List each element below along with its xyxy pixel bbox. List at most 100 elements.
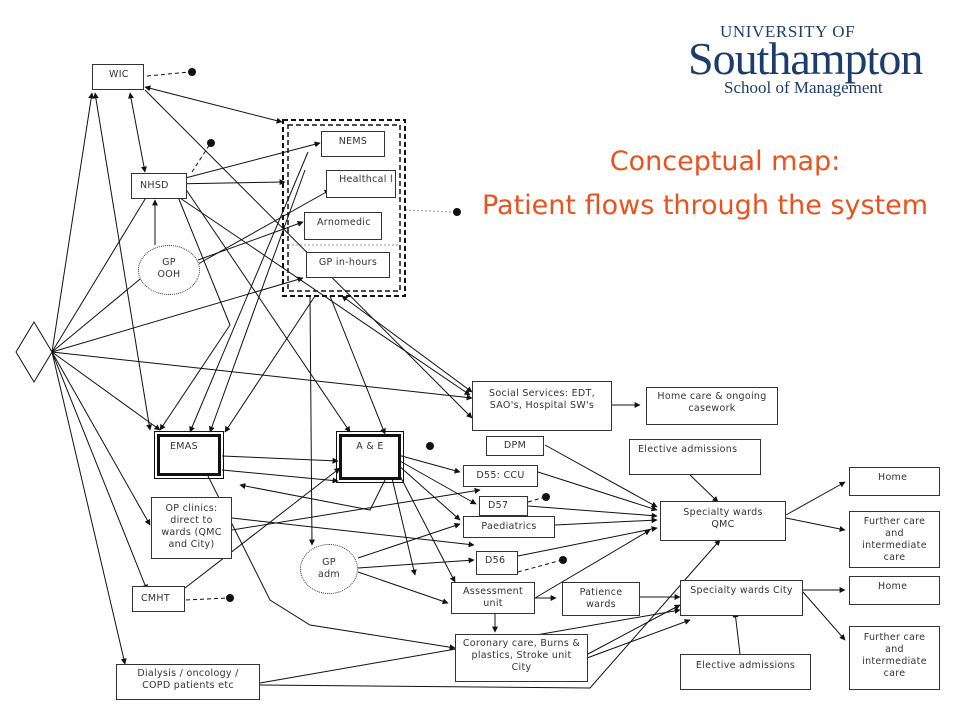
arrow-line bbox=[357, 557, 475, 569]
node-d57: D57 bbox=[479, 496, 528, 516]
arrow-line bbox=[221, 469, 339, 484]
arrow-line bbox=[92, 92, 153, 431]
node-further-care-bottom: Further care and intermediate care bbox=[849, 626, 940, 690]
arrow-line bbox=[802, 591, 846, 641]
arrow-line bbox=[221, 455, 339, 464]
arrow-line bbox=[197, 189, 331, 265]
dot-marker bbox=[542, 493, 550, 501]
arrow-line bbox=[397, 454, 461, 474]
arrow-line bbox=[184, 467, 341, 589]
node-d55-ccu: D55: CCU bbox=[463, 465, 538, 487]
dashed-line bbox=[146, 71, 191, 77]
node-label: Elective admissions bbox=[638, 444, 738, 455]
dot-marker bbox=[207, 139, 215, 147]
node-gp-adm: GP adm bbox=[300, 544, 358, 594]
node-label: GP OOH bbox=[157, 257, 181, 280]
node-label: Home bbox=[878, 472, 908, 483]
node-label: Specialty wards City bbox=[690, 585, 793, 596]
arrow-line bbox=[128, 92, 147, 173]
node-wic: WIC bbox=[92, 64, 144, 90]
arrow-line bbox=[341, 295, 473, 393]
university-logo: UNIVERSITY OF Southampton School of Mana… bbox=[688, 22, 928, 102]
arrow-line bbox=[357, 571, 449, 605]
node-paediatrics: Paediatrics bbox=[463, 516, 555, 538]
node-nhsd: NHSD bbox=[131, 173, 187, 199]
dot-markers bbox=[188, 68, 567, 602]
node-home-care: Home care & ongoing casework bbox=[646, 387, 778, 425]
arrow-line bbox=[397, 464, 461, 521]
node-arnomedic: Arnomedic bbox=[304, 212, 382, 240]
node-assessment-unit: Assessment unit bbox=[451, 582, 535, 614]
node-gp-ooh: GP OOH bbox=[138, 245, 200, 295]
logo-name-text: Southampton bbox=[688, 33, 923, 84]
node-label: Assessment unit bbox=[463, 586, 523, 609]
node-d56: D56 bbox=[476, 551, 518, 575]
node-a-and-e: A & E bbox=[336, 431, 404, 483]
arrow-line bbox=[527, 505, 658, 519]
arrow-line bbox=[51, 351, 148, 591]
node-home-top: Home bbox=[849, 467, 940, 496]
arrow-line bbox=[391, 477, 417, 576]
arrow-line bbox=[209, 169, 306, 433]
node-coronary-care: Coronary care, Burns & plastics, Stroke … bbox=[455, 634, 588, 682]
title-line-2: Patient flows through the system bbox=[481, 190, 929, 221]
arrow-line bbox=[231, 517, 475, 548]
arrow-line bbox=[231, 487, 481, 531]
arrow-line bbox=[308, 295, 315, 546]
node-label: NHSD bbox=[140, 180, 169, 191]
node-label: Home bbox=[878, 581, 908, 592]
arrow-line bbox=[51, 351, 473, 401]
arrow-line bbox=[554, 517, 658, 526]
node-label: OP clinics: direct to wards (QMC and Cit… bbox=[161, 503, 222, 550]
dot-marker bbox=[453, 208, 461, 216]
arrow-line bbox=[534, 529, 651, 599]
dashed-links bbox=[146, 71, 563, 601]
node-elective-admissions-top: Elective admissions bbox=[629, 439, 761, 475]
node-home-bottom: Home bbox=[849, 576, 940, 605]
node-elective-admissions-bottom: Elective admissions bbox=[680, 654, 811, 690]
arrow-line bbox=[184, 187, 351, 433]
node-label: GP in-hours bbox=[318, 257, 378, 268]
arrow-line bbox=[397, 471, 456, 583]
node-patience-wards: Patience wards bbox=[562, 582, 640, 616]
node-label: D56 bbox=[485, 555, 506, 566]
node-cmht: CMHT bbox=[132, 586, 185, 612]
node-further-care-top: Further care and intermediate care bbox=[849, 511, 940, 568]
node-nems: NEMS bbox=[321, 131, 385, 157]
provider-cluster-inner-box bbox=[287, 124, 401, 292]
arrow-line bbox=[517, 526, 658, 557]
node-label: Paediatrics bbox=[481, 521, 537, 532]
node-specialty-wards-city: Specialty wards City bbox=[680, 580, 803, 616]
entry-diamond bbox=[15, 321, 53, 383]
arrow-line bbox=[239, 469, 391, 511]
arrow-line bbox=[51, 351, 151, 526]
arrow-line bbox=[169, 141, 321, 183]
node-label: A & E bbox=[356, 441, 384, 452]
provider-cluster-box bbox=[282, 119, 406, 297]
node-label: Patience wards bbox=[579, 587, 623, 610]
dot-marker bbox=[188, 68, 196, 76]
node-emas: EMAS bbox=[154, 431, 224, 479]
arrow-line bbox=[785, 481, 846, 516]
logo-school-text: School of Management bbox=[724, 78, 883, 97]
node-label: DPM bbox=[503, 440, 527, 451]
node-label: Healthcal l bbox=[339, 174, 393, 185]
arrow-line bbox=[259, 539, 721, 689]
node-label: Arnomedic bbox=[317, 217, 371, 228]
node-label: Specialty wards QMC bbox=[683, 507, 763, 530]
node-label: EMAS bbox=[170, 441, 198, 452]
arrow-line bbox=[544, 444, 658, 508]
node-label: Further care and intermediate care bbox=[862, 516, 927, 563]
node-label: Elective admissions bbox=[695, 660, 796, 671]
arrow-line bbox=[144, 85, 283, 124]
node-label: Coronary care, Burns & plastics, Stroke … bbox=[462, 638, 581, 673]
arrow-line bbox=[51, 92, 95, 353]
arrow-line bbox=[586, 619, 691, 659]
dashed-line bbox=[185, 597, 229, 601]
arrow-line bbox=[224, 295, 316, 433]
dot-marker bbox=[559, 556, 567, 564]
node-label: NEMS bbox=[338, 136, 368, 147]
node-label: Home care & ongoing casework bbox=[657, 391, 767, 414]
node-dialysis: Dialysis / oncology / COPD patients etc bbox=[116, 664, 260, 700]
